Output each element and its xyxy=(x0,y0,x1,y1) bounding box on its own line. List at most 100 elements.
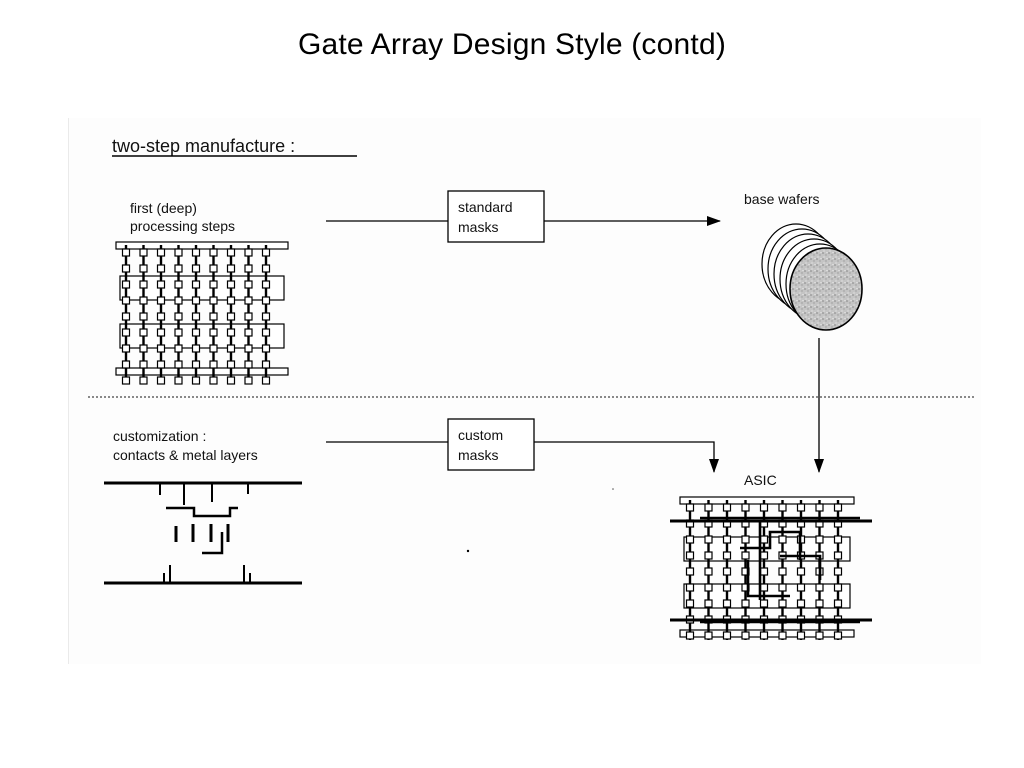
contact-node xyxy=(226,312,236,321)
contact-node xyxy=(778,535,787,544)
metal-wire xyxy=(746,560,790,598)
custom-masks-box xyxy=(447,418,535,471)
contact-node xyxy=(121,280,131,289)
contact-node xyxy=(244,344,253,353)
contact-node xyxy=(191,360,201,369)
base-gate-array xyxy=(115,241,289,385)
contact-node xyxy=(226,280,236,289)
contact-node xyxy=(833,583,843,592)
contact-node xyxy=(191,248,201,257)
contact-node xyxy=(796,583,806,592)
contact-node xyxy=(722,551,732,560)
contact-node xyxy=(174,360,183,369)
contact-node xyxy=(209,328,218,337)
contact-node xyxy=(685,551,695,560)
base-wafers-stack xyxy=(761,223,863,331)
contact-node xyxy=(191,280,201,289)
contact-node xyxy=(833,631,843,640)
contact-node xyxy=(778,631,787,640)
contact-node xyxy=(815,631,824,640)
contact-node xyxy=(704,503,713,512)
contact-node xyxy=(722,535,732,544)
contact-node xyxy=(759,631,769,640)
contact-node xyxy=(759,551,769,560)
contact-node xyxy=(722,567,732,576)
power-rail xyxy=(679,496,855,505)
contact-node xyxy=(778,583,787,592)
contact-node xyxy=(121,312,131,321)
contact-node xyxy=(226,296,236,305)
contact-node xyxy=(704,567,713,576)
contact-node xyxy=(704,599,713,608)
contact-node xyxy=(815,503,824,512)
customization-label-line2: contacts & metal layers xyxy=(113,447,258,463)
contact-node xyxy=(244,360,253,369)
contact-node xyxy=(139,344,148,353)
contact-node xyxy=(759,567,769,576)
contact-node xyxy=(833,567,843,576)
contact-node xyxy=(156,376,166,385)
contact-node xyxy=(704,551,713,560)
contact-node xyxy=(156,344,166,353)
stray-dot xyxy=(612,488,614,490)
contact-node xyxy=(139,328,148,337)
contact-node xyxy=(121,264,131,273)
contact-node xyxy=(174,248,183,257)
contact-node xyxy=(796,567,806,576)
contact-node xyxy=(741,551,750,560)
contact-node xyxy=(139,248,148,257)
contact-node xyxy=(244,328,253,337)
contact-node xyxy=(174,264,183,273)
contact-node xyxy=(209,344,218,353)
contact-node xyxy=(815,535,824,544)
contact-node xyxy=(191,312,201,321)
contact-node xyxy=(796,503,806,512)
contact-node xyxy=(156,280,166,289)
contact-node xyxy=(209,312,218,321)
contact-node xyxy=(261,280,271,289)
contact-node xyxy=(704,535,713,544)
contact-node xyxy=(261,376,271,385)
contact-node xyxy=(244,264,253,273)
contact-node xyxy=(121,328,131,337)
contact-node xyxy=(209,264,218,273)
stray-dot xyxy=(466,549,470,553)
asic-gate-array xyxy=(670,496,872,640)
standard-masks-line1: standard xyxy=(458,199,512,215)
contact-node xyxy=(244,248,253,257)
contact-node xyxy=(833,599,843,608)
contact-node xyxy=(226,328,236,337)
contact-node xyxy=(139,296,148,305)
contact-node xyxy=(244,376,253,385)
contact-node xyxy=(741,535,750,544)
contact-node xyxy=(226,376,236,385)
contact-node xyxy=(156,328,166,337)
custom-masks-line1: custom xyxy=(458,427,503,443)
contact-node xyxy=(156,264,166,273)
first-step-label-line2: processing steps xyxy=(130,218,235,234)
contact-node xyxy=(796,599,806,608)
contact-node xyxy=(174,280,183,289)
contact-node xyxy=(174,296,183,305)
contact-node xyxy=(226,248,236,257)
contact-node xyxy=(685,631,695,640)
contact-node xyxy=(121,376,131,385)
contact-node xyxy=(815,599,824,608)
contact-node xyxy=(778,599,787,608)
contact-node xyxy=(722,583,732,592)
contact-node xyxy=(741,631,750,640)
contact-node xyxy=(741,503,750,512)
contact-node xyxy=(815,583,824,592)
contact-node xyxy=(191,296,201,305)
standard-masks-line2: masks xyxy=(458,219,498,235)
diagram-heading: two-step manufacture : xyxy=(112,136,295,156)
contact-node xyxy=(722,631,732,640)
metal-wire xyxy=(780,554,822,580)
contact-node xyxy=(261,360,271,369)
contact-node xyxy=(226,360,236,369)
contact-node xyxy=(121,344,131,353)
slide-title: Gate Array Design Style (contd) xyxy=(297,28,727,61)
contact-node xyxy=(226,344,236,353)
contact-node xyxy=(833,503,843,512)
